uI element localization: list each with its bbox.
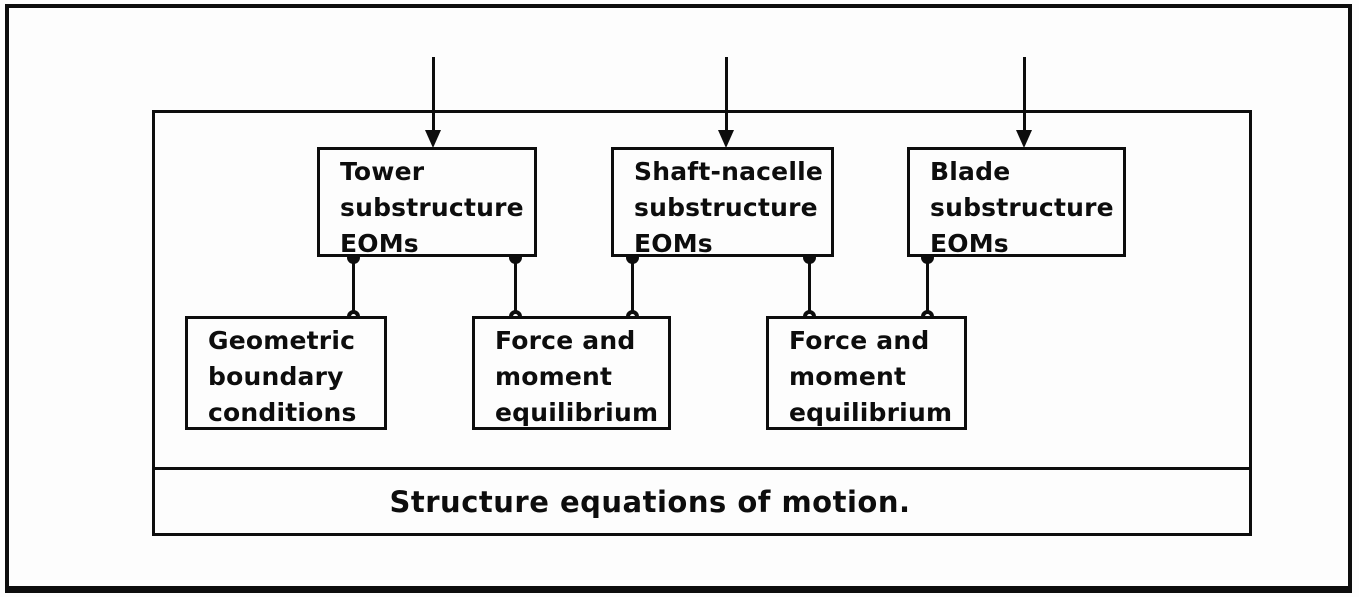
connector-shaft-force2 [808, 257, 811, 317]
caption-band: Structure equations of motion. [152, 470, 1252, 533]
box-label-line: equilibrium [495, 398, 659, 427]
box-label-line: boundary [208, 362, 344, 391]
box-label-line: substructure [930, 193, 1114, 222]
box-label-line: moment [789, 362, 907, 391]
box-label-line: Geometric [208, 326, 356, 355]
arrowhead-down-icon [718, 130, 734, 148]
container-caption: Structure equations of motion. [389, 484, 911, 519]
connector-tower-force1 [514, 257, 517, 317]
box-label-line: conditions [208, 398, 357, 427]
box-label-line: Force and [495, 326, 636, 355]
tower-substructure-eoms-box: Tower substructure EOMs [317, 147, 537, 258]
connector-blade-force2 [926, 257, 929, 317]
input-arrow-shaft-nacelle [718, 57, 735, 148]
box-label-line: Shaft-nacelle [634, 157, 824, 186]
box-label-line: Blade [930, 157, 1011, 186]
arrowhead-down-icon [1016, 130, 1032, 148]
blade-substructure-eoms-box: Blade substructure EOMs [907, 147, 1126, 258]
box-label-line: EOMs [930, 229, 1009, 258]
box-label-line: moment [495, 362, 613, 391]
arrowhead-down-icon [425, 130, 441, 148]
structure-eom-container [152, 110, 1252, 536]
arrow-line [725, 57, 728, 132]
box-label-line: EOMs [634, 229, 713, 258]
shaft-nacelle-substructure-eoms-box: Shaft-nacelle substructure EOMs [611, 147, 834, 258]
force-moment-equilibrium-box-2: Force and moment equilibrium [766, 316, 967, 430]
input-arrow-blade [1016, 57, 1033, 148]
box-label-line: substructure [634, 193, 818, 222]
box-label-line: equilibrium [789, 398, 953, 427]
container-caption-divider [152, 467, 1252, 470]
arrow-line [1023, 57, 1026, 132]
box-label-line: EOMs [340, 229, 419, 258]
force-moment-equilibrium-box-1: Force and moment equilibrium [472, 316, 671, 430]
outer-frame [5, 4, 1352, 593]
connector-shaft-force1 [631, 257, 634, 317]
connector-tower-geometric [352, 257, 355, 317]
arrow-line [432, 57, 435, 132]
box-label-line: Force and [789, 326, 930, 355]
input-arrow-tower [425, 57, 442, 148]
box-label-line: substructure [340, 193, 524, 222]
box-label-line: Tower [340, 157, 425, 186]
geometric-boundary-conditions-box: Geometric boundary conditions [185, 316, 387, 430]
